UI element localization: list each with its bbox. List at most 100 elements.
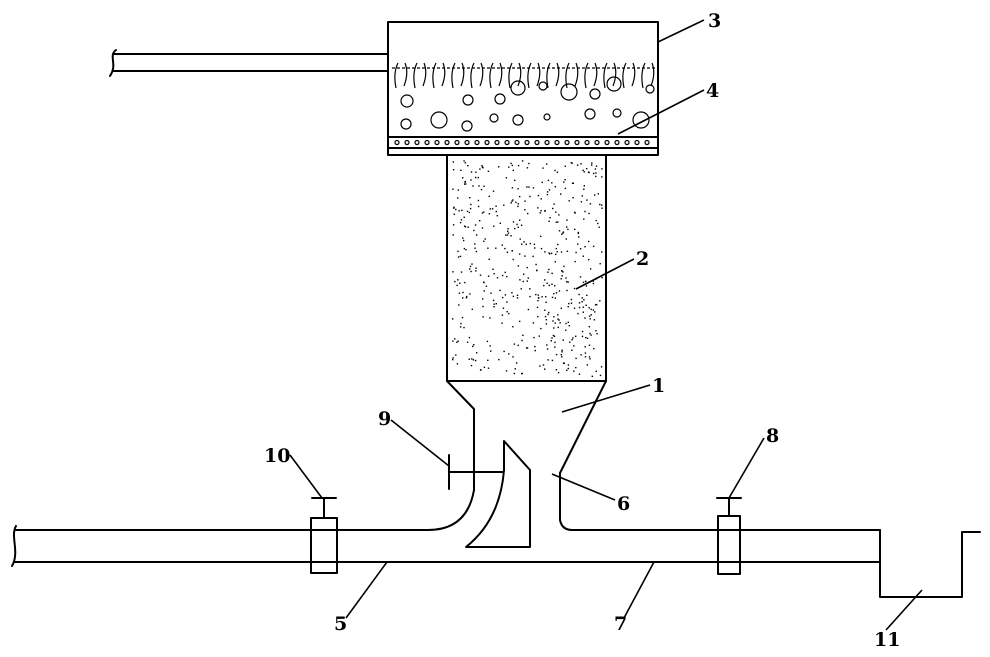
speckle (573, 345, 575, 347)
speckle (581, 335, 584, 338)
speckle (546, 282, 548, 284)
speckle (584, 210, 586, 213)
speckle (453, 213, 455, 215)
speckle (566, 226, 568, 228)
speckle (458, 304, 460, 306)
speckle (584, 356, 587, 358)
plate-dot (474, 139, 480, 146)
root-strand (498, 62, 503, 87)
root-strand (555, 62, 560, 87)
plate-dot (574, 139, 580, 146)
speckle (526, 186, 528, 188)
speckle (532, 255, 534, 258)
speckle (502, 307, 505, 309)
speckle (564, 179, 566, 181)
speckle (512, 326, 514, 328)
speckle (452, 161, 454, 163)
speckle (573, 211, 576, 214)
speckle (566, 219, 568, 221)
speckle (457, 256, 460, 258)
speckle (504, 247, 506, 250)
speckle (491, 208, 494, 210)
speckle (572, 337, 574, 339)
speckle (537, 297, 540, 299)
speckle (560, 278, 562, 280)
root-strand (394, 62, 399, 89)
speckle (474, 359, 477, 362)
speckle (452, 358, 454, 361)
speckle (468, 358, 470, 360)
speckle (458, 292, 461, 294)
speckle (586, 168, 588, 170)
speckle (511, 200, 513, 202)
speckle (459, 255, 462, 258)
speckle (570, 298, 573, 301)
speckle (508, 312, 510, 315)
root-strand (641, 62, 646, 89)
speckle (452, 340, 454, 342)
speckle (534, 349, 536, 352)
speckle (466, 295, 468, 298)
speckle (456, 363, 459, 365)
speckle (520, 288, 522, 290)
speckle (568, 325, 570, 327)
speckle (566, 369, 568, 371)
speckle (529, 288, 531, 290)
label-collector-funnel: 1 (652, 375, 665, 397)
speckle (489, 345, 491, 347)
speckle (546, 193, 549, 196)
speckle (562, 232, 564, 234)
speckle (506, 275, 508, 278)
speckle (499, 289, 501, 292)
speckle (464, 226, 467, 228)
root-strand (489, 62, 494, 89)
speckle (496, 277, 499, 279)
label-outlet-pipe: 7 (614, 613, 627, 635)
speckle (463, 239, 465, 242)
speckle (525, 347, 528, 349)
root-strand (536, 62, 541, 87)
speckle (487, 359, 489, 361)
plate-dot (434, 139, 440, 146)
speckle (533, 243, 536, 245)
speckle (591, 164, 593, 166)
speckle (547, 359, 549, 361)
speckle (511, 164, 513, 167)
speckle (517, 344, 519, 347)
speckle (548, 220, 550, 222)
leader-lines (289, 19, 923, 631)
speckle (519, 320, 521, 323)
root-strand (527, 62, 532, 89)
speckle (479, 220, 481, 222)
speckle (462, 291, 464, 294)
speckle (457, 250, 459, 253)
speckle (580, 163, 582, 165)
speckle (519, 279, 521, 281)
speckle (506, 301, 508, 303)
speckle (593, 347, 595, 350)
speckle (594, 311, 596, 313)
speckle (580, 354, 582, 356)
speckle (483, 211, 485, 213)
speckle (495, 210, 497, 213)
speckle (577, 231, 579, 234)
speckle (475, 267, 477, 269)
speckle (460, 322, 462, 325)
bubble (538, 81, 548, 91)
speckle (554, 186, 557, 188)
speckle (515, 362, 518, 364)
root-strand (612, 62, 617, 87)
speckle (507, 232, 510, 234)
speckle (512, 258, 514, 261)
speckle (521, 339, 523, 342)
speckle (545, 296, 547, 298)
root-strand (479, 62, 484, 87)
speckle (585, 304, 587, 306)
speckle (588, 258, 590, 261)
speckle (542, 167, 544, 169)
root-strand (451, 62, 456, 89)
speckle (507, 230, 509, 232)
speckle (454, 280, 456, 283)
plate-dot (454, 139, 460, 146)
speckle (511, 292, 513, 294)
